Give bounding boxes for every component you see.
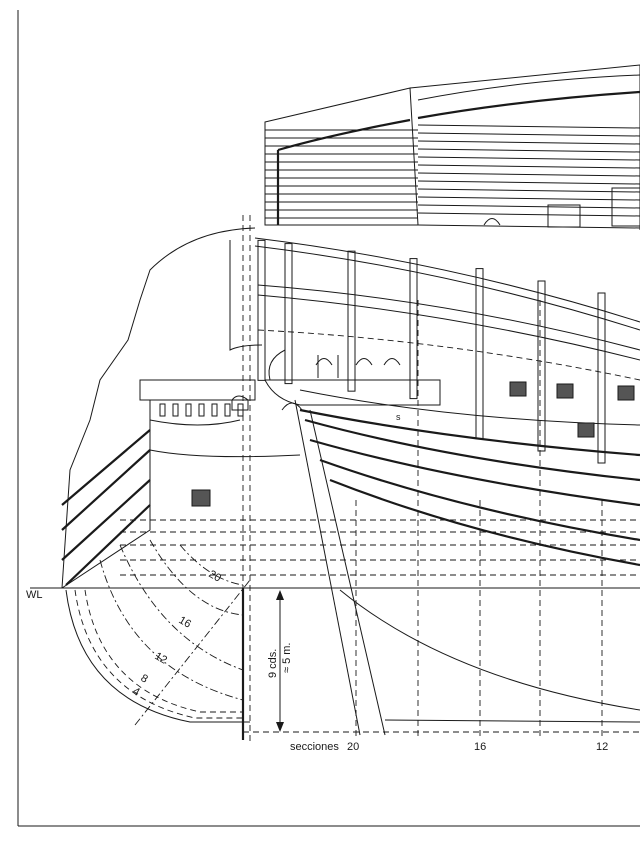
section-number-16: 16 xyxy=(474,741,486,753)
rail-post xyxy=(597,292,606,464)
castle-plank xyxy=(417,140,640,145)
dentil xyxy=(224,403,231,417)
dentil xyxy=(198,403,205,417)
rail-post xyxy=(537,280,546,452)
castle-plank xyxy=(417,188,640,193)
dentil xyxy=(159,403,166,417)
rail-post xyxy=(257,239,266,381)
depth-dimension: 9 cds. ≈ 5 m. xyxy=(243,590,640,733)
frame-label-8: 8 xyxy=(139,672,150,685)
castle-plank xyxy=(417,132,640,137)
section-stations: secciones 20 16 12 s xyxy=(290,300,608,753)
frame-label-4: 4 xyxy=(131,685,142,698)
dentil xyxy=(211,403,218,417)
castle-plank xyxy=(417,172,640,177)
dentil xyxy=(185,403,192,417)
castle-plank xyxy=(417,164,640,169)
mark-s: s xyxy=(396,412,401,422)
castle-plank xyxy=(417,212,640,217)
quarterdeck-rail xyxy=(254,237,640,464)
frame-label-12: 12 xyxy=(153,650,170,667)
body-plan-sections: 20 16 12 8 4 xyxy=(65,215,251,745)
waterline-grid xyxy=(120,519,640,576)
castle-plank xyxy=(417,148,640,153)
dimension-frames: 9 cds. xyxy=(267,649,279,678)
waterline-label: WL xyxy=(26,589,43,601)
rail-post xyxy=(347,250,356,392)
sections-label: secciones xyxy=(290,741,339,753)
frame-label-20: 20 xyxy=(207,568,224,585)
castle-plank xyxy=(417,204,640,209)
dentil xyxy=(172,403,179,417)
stern-castle xyxy=(264,64,640,230)
castle-plank xyxy=(417,196,640,201)
page-frame xyxy=(17,10,640,827)
castle-plank xyxy=(417,180,640,185)
rail-post xyxy=(409,258,418,400)
castle-plank xyxy=(417,156,640,161)
rail-post xyxy=(475,268,484,440)
rail-post xyxy=(284,243,293,385)
dimension-meters: ≈ 5 m. xyxy=(281,643,293,674)
section-number-20: 20 xyxy=(347,741,359,753)
castle-plank xyxy=(417,124,640,129)
section-number-12: 12 xyxy=(596,741,608,753)
frame-label-16: 16 xyxy=(177,614,194,631)
